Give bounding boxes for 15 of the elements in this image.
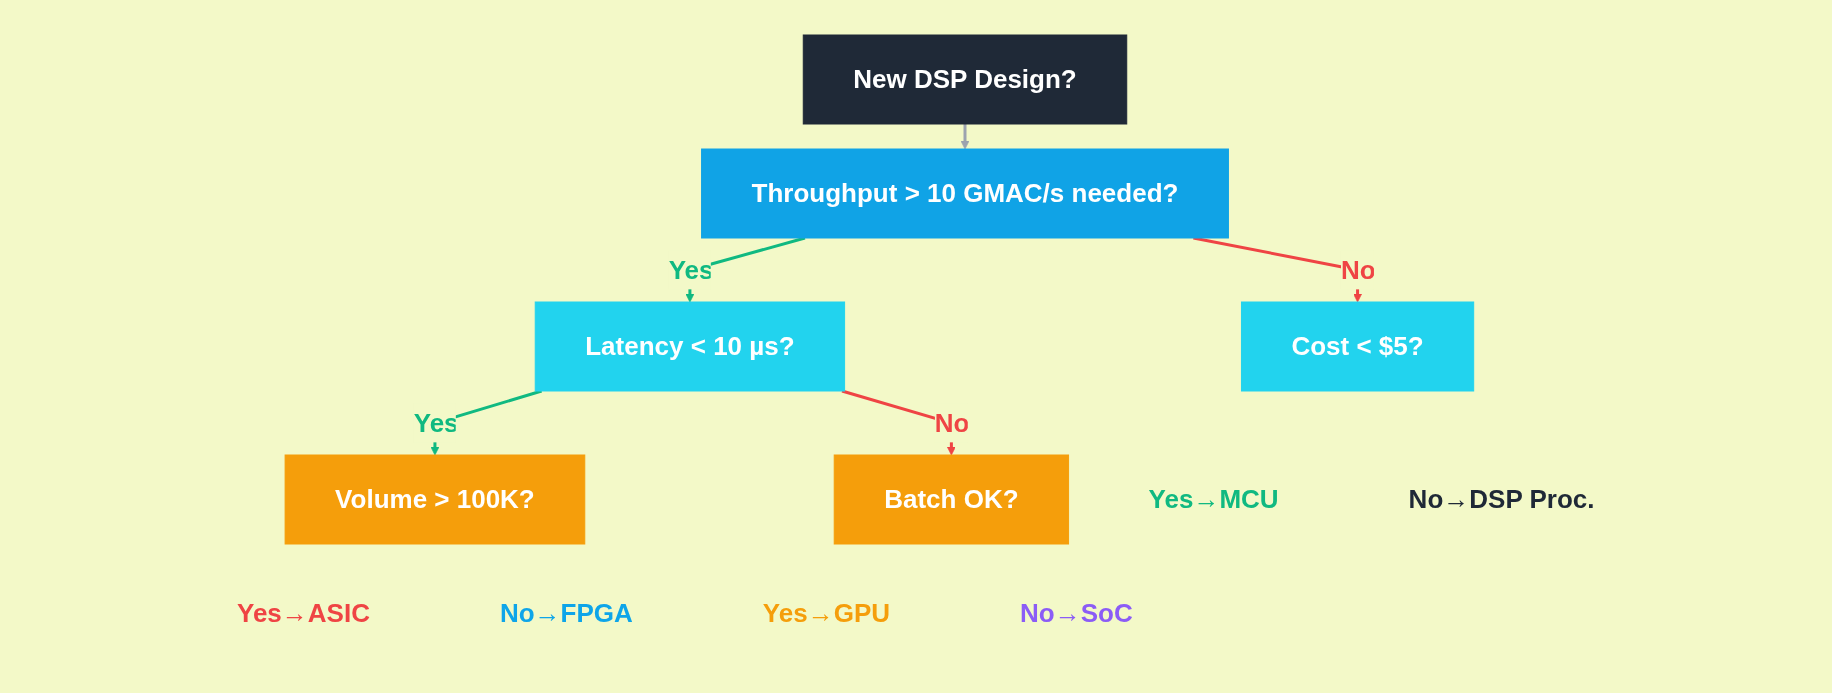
edge-label: No bbox=[935, 407, 970, 438]
node-label: No→DSP Proc. bbox=[1408, 484, 1595, 514]
node-box: Latency < 10 µs? bbox=[534, 301, 846, 392]
arrow bbox=[960, 124, 970, 150]
node-label: No→SoC bbox=[1020, 598, 1133, 628]
node-box: Batch OK? bbox=[833, 454, 1070, 545]
node-box: Cost < $5? bbox=[1241, 301, 1475, 392]
node-box: Volume > 100K? bbox=[284, 454, 586, 545]
node-label: No→FPGA bbox=[500, 598, 634, 628]
node-label: Yes→MCU bbox=[1148, 484, 1279, 514]
edge-label: No bbox=[1341, 254, 1376, 285]
node-box: Throughput > 10 GMAC/s needed? bbox=[701, 148, 1230, 239]
node-label: Yes→ASIC bbox=[237, 598, 371, 628]
node-label: Yes→GPU bbox=[763, 598, 891, 628]
node-box: New DSP Design? bbox=[803, 34, 1128, 125]
